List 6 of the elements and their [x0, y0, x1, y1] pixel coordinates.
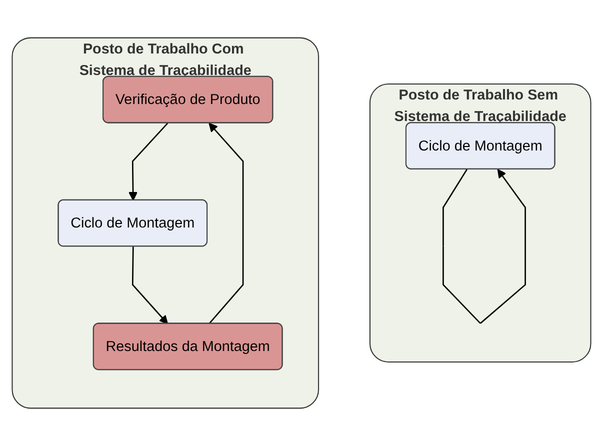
cluster: [12, 37, 320, 409]
arrow: [132, 246, 168, 324]
arrow: [128, 122, 168, 201]
diagram: Posto de Trabalho Com Sistema de Traçabilidade Verificação de Produto Ciclo de Montagem Resultados da Montagem Posto de Trabalho Sem Sistema de Traçabilidade Ciclo de Montagem: [4, 3, 599, 443]
cluster: [369, 84, 592, 362]
arrow: [208, 122, 244, 324]
